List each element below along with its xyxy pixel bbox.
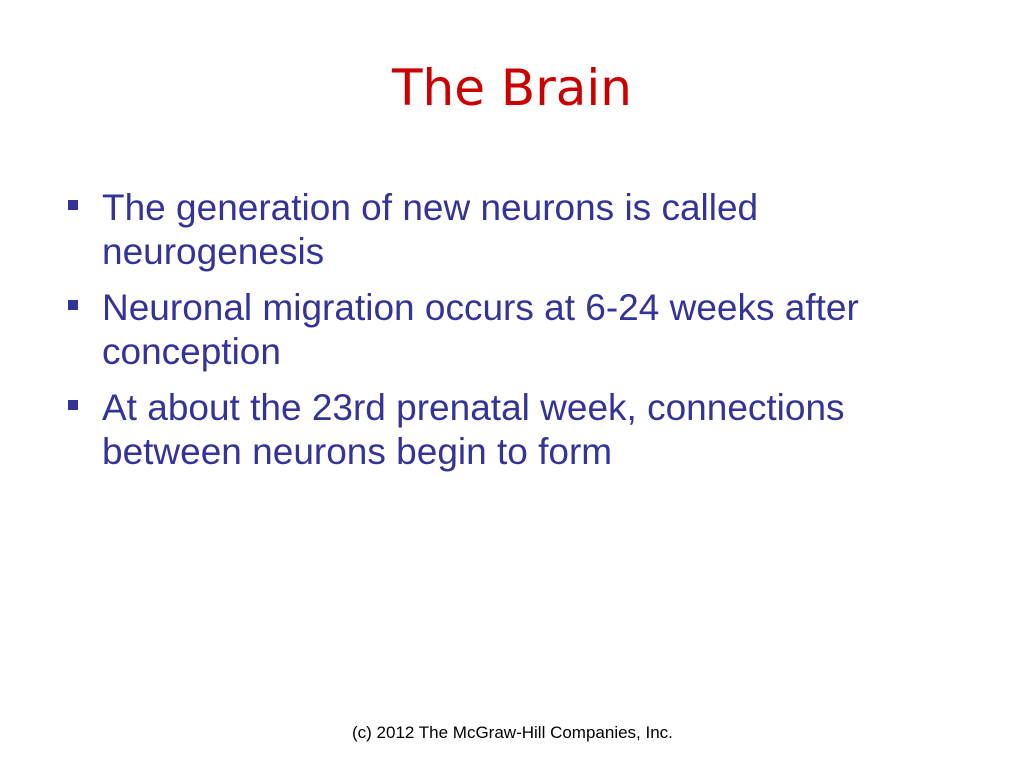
square-bullet-icon (68, 400, 78, 410)
bullet-item: The generation of new neurons is called … (66, 186, 946, 274)
square-bullet-icon (68, 200, 78, 210)
slide-title: The Brain (392, 59, 632, 117)
copyright-footer: (c) 2012 The McGraw-Hill Companies, Inc. (352, 723, 673, 742)
bullet-text: Neuronal migration occurs at 6-24 weeks … (102, 287, 859, 372)
bullet-list: The generation of new neurons is called … (66, 186, 946, 486)
bullet-text: At about the 23rd prenatal week, connect… (102, 387, 845, 472)
bullet-item: At about the 23rd prenatal week, connect… (66, 386, 946, 474)
bullet-text: The generation of new neurons is called … (102, 187, 759, 272)
square-bullet-icon (68, 300, 78, 310)
bullet-item: Neuronal migration occurs at 6-24 weeks … (66, 286, 946, 374)
